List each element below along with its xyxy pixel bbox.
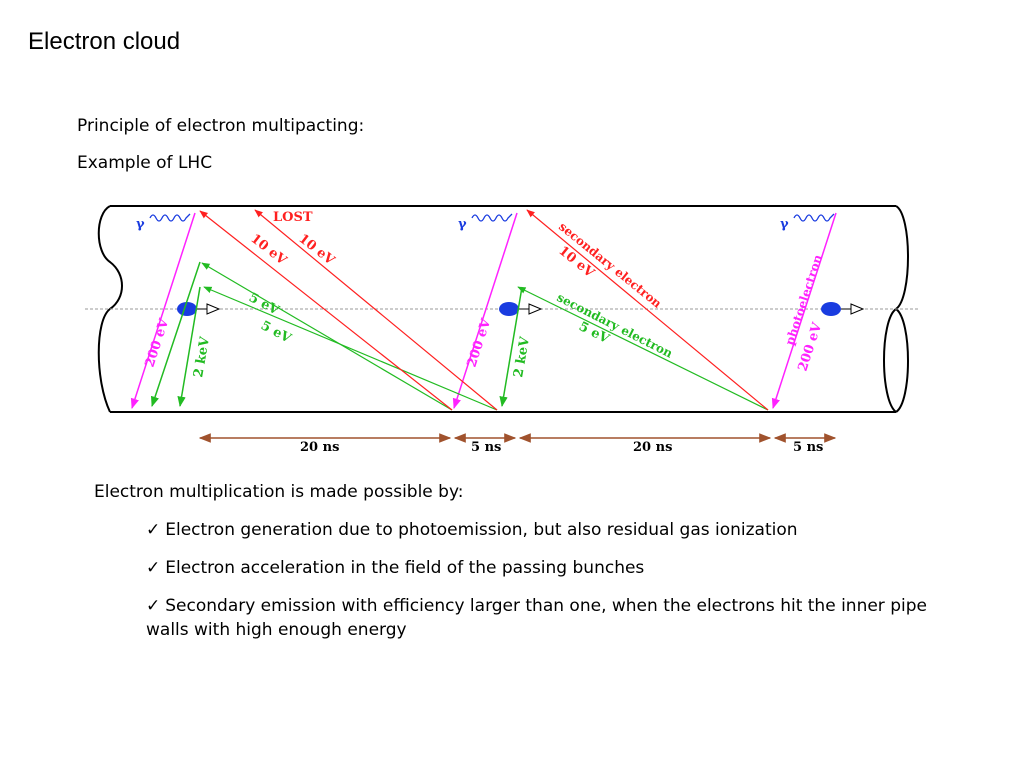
list-item: ✓Secondary emission with efficiency larg… <box>146 594 956 642</box>
gamma-label-2: γ <box>458 217 467 232</box>
gamma-label-3: γ <box>780 217 789 232</box>
principle-heading: Principle of electron multipacting: <box>77 116 365 136</box>
time-label-5ns-b: 5 ns <box>793 440 823 455</box>
time-label-5ns-a: 5 ns <box>471 440 501 455</box>
accelerated-arrow-1a <box>151 261 201 407</box>
secondary-arrow-10ev-1 <box>199 210 453 411</box>
energy-label-2kev-b: 2 keV <box>511 335 533 379</box>
bunch-3 <box>821 302 841 316</box>
slide-title: Electron cloud <box>28 28 181 55</box>
photoelectron-arrow-2 <box>452 212 518 409</box>
example-heading: Example of LHC <box>77 153 213 173</box>
time-label-20ns-b: 20 ns <box>633 440 672 455</box>
energy-label-5ev-a: 5 eV <box>246 290 282 319</box>
bunch-2 <box>499 302 519 316</box>
multipacting-diagram: γ γ γ LOST 10 eV 10 eV secondary electro… <box>85 205 920 455</box>
secondary-arrow-10ev-lost <box>254 209 498 411</box>
checkmark-icon: ✓ <box>146 558 161 578</box>
photons <box>149 213 835 222</box>
energy-label-200ev-a: 200 eV <box>143 316 173 369</box>
bullet-text: Electron acceleration in the field of th… <box>165 558 645 578</box>
bunch-2-arrow <box>519 303 543 315</box>
energy-label-10ev-b: 10 eV <box>296 231 338 269</box>
secondary-arrow-5ev-1 <box>201 262 453 411</box>
energy-label-10ev-a: 10 eV <box>248 231 290 269</box>
list-item: ✓Electron acceleration in the field of t… <box>146 556 956 580</box>
photoelectron-arrow-3 <box>771 212 837 409</box>
condition-list: ✓Electron generation due to photoemissio… <box>146 518 956 656</box>
beam-pipe <box>97 205 909 413</box>
secondary-arrow-5ev-2 <box>203 286 498 411</box>
bunch-1 <box>177 302 197 316</box>
accelerated-arrow-1b <box>177 286 201 408</box>
checkmark-icon: ✓ <box>146 596 161 616</box>
secondary-arrow-5ev-3 <box>517 286 769 411</box>
secondary-arrow-10ev-2 <box>526 209 769 411</box>
lost-label: LOST <box>273 210 313 225</box>
bullet-text: Electron generation due to photoemission… <box>165 520 798 540</box>
gamma-label-1: γ <box>136 217 145 232</box>
bunch-3-arrow <box>841 303 865 315</box>
energy-label-2kev-a: 2 keV <box>191 335 213 379</box>
bunch-1-arrow <box>197 303 221 315</box>
accelerated-arrow-2 <box>499 286 523 408</box>
checkmark-icon: ✓ <box>146 520 161 540</box>
time-label-20ns-a: 20 ns <box>300 440 339 455</box>
list-item: ✓Electron generation due to photoemissio… <box>146 518 956 542</box>
bullet-text: Secondary emission with efficiency large… <box>146 596 927 640</box>
proton-bunches <box>177 302 865 316</box>
multiplication-lead: Electron multiplication is made possible… <box>94 482 464 502</box>
energy-label-200ev-b: 200 eV <box>465 316 495 369</box>
photoelectron-arrow-1 <box>130 212 196 409</box>
